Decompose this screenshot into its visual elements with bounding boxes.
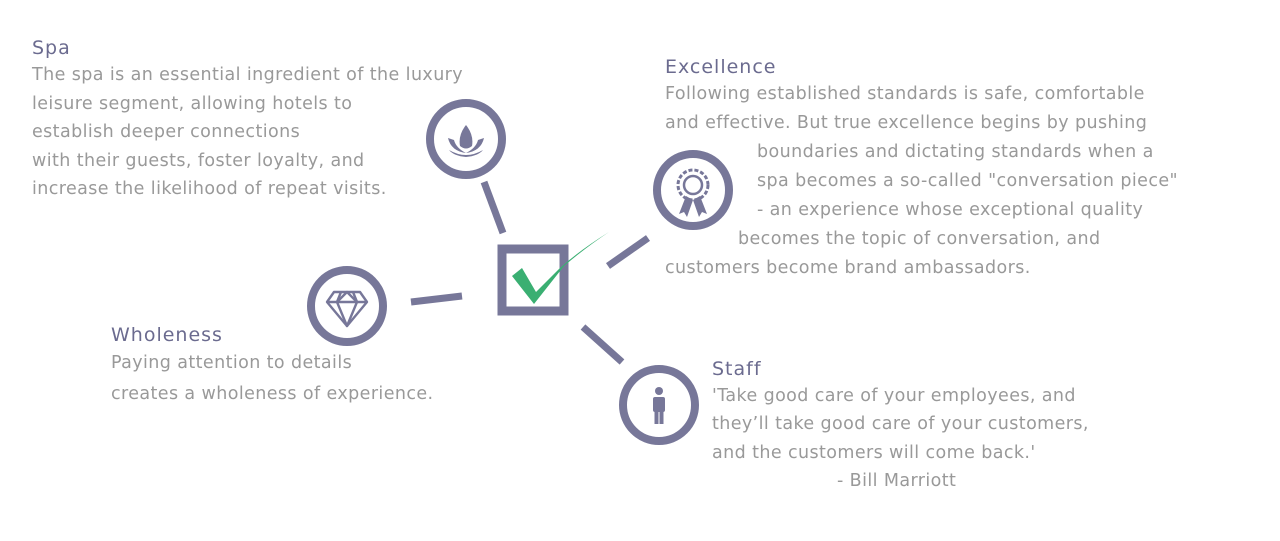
checkbox-check-icon — [497, 232, 609, 316]
excellence-desc-line: spa becomes a so-called "conversation pi… — [757, 171, 1178, 191]
award-rosette-icon — [676, 168, 710, 217]
spa-desc-line: increase the likelihood of repeat visits… — [32, 179, 387, 200]
wholeness-desc-line: Paying attention to details — [111, 353, 353, 373]
excellence-desc-line: and effective. But true excellence begin… — [665, 113, 1148, 133]
wholeness-text-block: Wholeness Paying attention to details cr… — [111, 322, 434, 410]
excellence-desc-line: customers become brand ambassadors. — [665, 258, 1031, 278]
staff-title: Staff — [712, 358, 762, 380]
staff-quote-line: they’ll take good care of your customers… — [712, 414, 1089, 435]
spa-desc-line: The spa is an essential ingredient of th… — [32, 65, 464, 85]
excellence-desc-line: boundaries and dictating standards when … — [757, 142, 1154, 162]
staff-text-block: Staff 'Take good care of your employees,… — [712, 356, 1089, 495]
wholeness-node — [307, 266, 387, 346]
lotus-icon — [448, 125, 484, 157]
spa-title: Spa — [32, 37, 71, 59]
excellence-node — [653, 150, 733, 230]
excellence-title: Excellence — [665, 56, 777, 78]
connector-wholeness — [410, 292, 463, 306]
connector-staff — [580, 324, 625, 365]
staff-node — [619, 365, 699, 445]
spa-text-block: Spa The spa is an essential ingredient o… — [32, 35, 463, 204]
diamond-icon — [325, 290, 369, 328]
excellence-desc-line: becomes the topic of conversation, and — [738, 229, 1101, 249]
spa-desc-line: establish deeper connections — [32, 122, 301, 143]
wholeness-desc-line: creates a wholeness of experience. — [111, 384, 434, 404]
connector-spa — [480, 180, 507, 235]
excellence-desc-line: Following established standards is safe,… — [665, 84, 1145, 104]
spa-node — [426, 99, 506, 179]
person-icon — [653, 387, 665, 424]
staff-quote-line: 'Take good care of your employees, and — [712, 386, 1076, 406]
excellence-text-block: Excellence Following established standar… — [665, 54, 1178, 283]
connector-excellence — [605, 235, 651, 269]
wholeness-title: Wholeness — [111, 324, 223, 346]
spa-desc-line: leisure segment, allowing hotels to — [32, 93, 353, 114]
staff-quote-attribution: - Bill Marriott — [837, 470, 957, 491]
spa-desc-line: with their guests, foster loyalty, and — [32, 150, 365, 171]
staff-quote-line: and the customers will come back.' — [712, 442, 1036, 463]
excellence-desc-line: - an experience whose exceptional qualit… — [757, 200, 1144, 220]
